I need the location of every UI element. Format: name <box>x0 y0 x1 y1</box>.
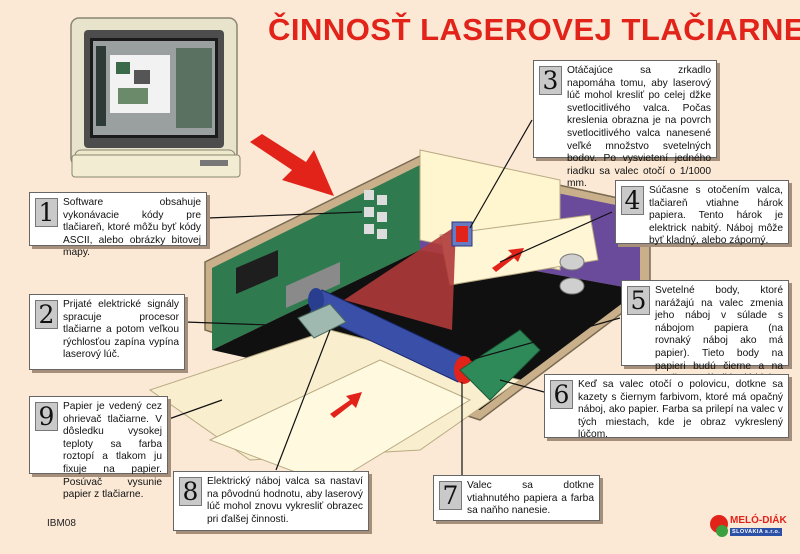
logo-subtitle: SLOVAKIA s.r.o. <box>730 528 783 536</box>
step-text: Otáčajúce sa zrkadlo napomáha tomu, aby … <box>567 65 711 190</box>
callout-5: 5 Svetelné body, ktoré narážajú na valec… <box>621 280 789 384</box>
publisher-logo: MELÓ-DIÁK SLOVAKIA s.r.o. <box>708 511 796 549</box>
page-title: ČINNOSŤ LASEROVEJ TLAČIARNE <box>268 12 800 47</box>
step-number: 7 <box>439 481 462 510</box>
step-text: Svetelné body, ktoré narážajú na valec z… <box>655 285 783 384</box>
logo-leaf-icon <box>716 525 728 537</box>
step-number: 9 <box>35 402 58 431</box>
step-number: 1 <box>35 198 58 227</box>
callout-1: 1 Software obsahuje vykonávacie kódy pre… <box>29 192 207 258</box>
leader-line-2 <box>184 321 299 327</box>
rotating-mirror <box>451 221 473 247</box>
callout-2: 2 Prijaté elektrické signály spracuje pr… <box>29 294 185 370</box>
leader-line-5 <box>469 317 621 361</box>
document-code: IBM08 <box>47 518 76 529</box>
paper-rollers <box>559 253 585 295</box>
data-flow-arrow <box>250 134 334 196</box>
step-text: Prijaté elektrické signály spracuje proc… <box>63 299 179 361</box>
callout-6: 6 Keď sa valec otočí o polovicu, dotkne … <box>544 374 789 440</box>
step-text: Valec sa dotkne vtiahnutého papiera a fa… <box>467 480 594 517</box>
leader-line-6 <box>499 379 545 393</box>
computer-monitor <box>70 17 238 167</box>
computer-base <box>71 149 241 178</box>
leader-line-4 <box>499 211 613 263</box>
step-text: Keď sa valec otočí o polovicu, dotkne sa… <box>578 379 783 441</box>
step-text: Software obsahuje vykonávacie kódy pre t… <box>63 197 201 259</box>
step-number: 2 <box>35 300 58 329</box>
step-number: 5 <box>627 286 650 315</box>
leader-line-3 <box>469 119 533 229</box>
step-number: 6 <box>550 380 573 409</box>
callout-8: 8 Elektrický náboj valca sa nastaví na p… <box>173 471 369 531</box>
toner-cartridge <box>459 329 541 401</box>
paper-feed-arrow <box>492 248 524 272</box>
callout-3: 3 Otáčajúce sa zrkadlo napomáha tomu, ab… <box>533 60 717 189</box>
logo-name: MELÓ-DIÁK <box>730 515 787 526</box>
leader-line-8 <box>275 329 331 471</box>
step-text: Súčasne s otočením valca, tlačiareň vtia… <box>649 185 783 247</box>
callout-9: 9 Papier je vedený cez ohrievač tlačiarn… <box>29 396 168 500</box>
leader-line-1 <box>207 211 363 219</box>
callout-4: 4 Súčasne s otočením valca, tlačiareň vt… <box>615 180 789 246</box>
step-text: Elektrický náboj valca sa nastaví na pôv… <box>207 476 363 525</box>
laser-beam <box>344 226 456 330</box>
leader-line-9 <box>165 399 223 421</box>
step-number: 8 <box>179 477 202 506</box>
step-text: Papier je vedený cez ohrievač tlačiarne.… <box>63 401 162 501</box>
step-number: 4 <box>621 186 644 215</box>
step-number: 3 <box>539 66 562 95</box>
paper-output-arrow <box>330 392 362 418</box>
callout-7: 7 Valec sa dotkne vtiahnutého papiera a … <box>433 475 600 521</box>
fuser-unit <box>297 303 347 339</box>
